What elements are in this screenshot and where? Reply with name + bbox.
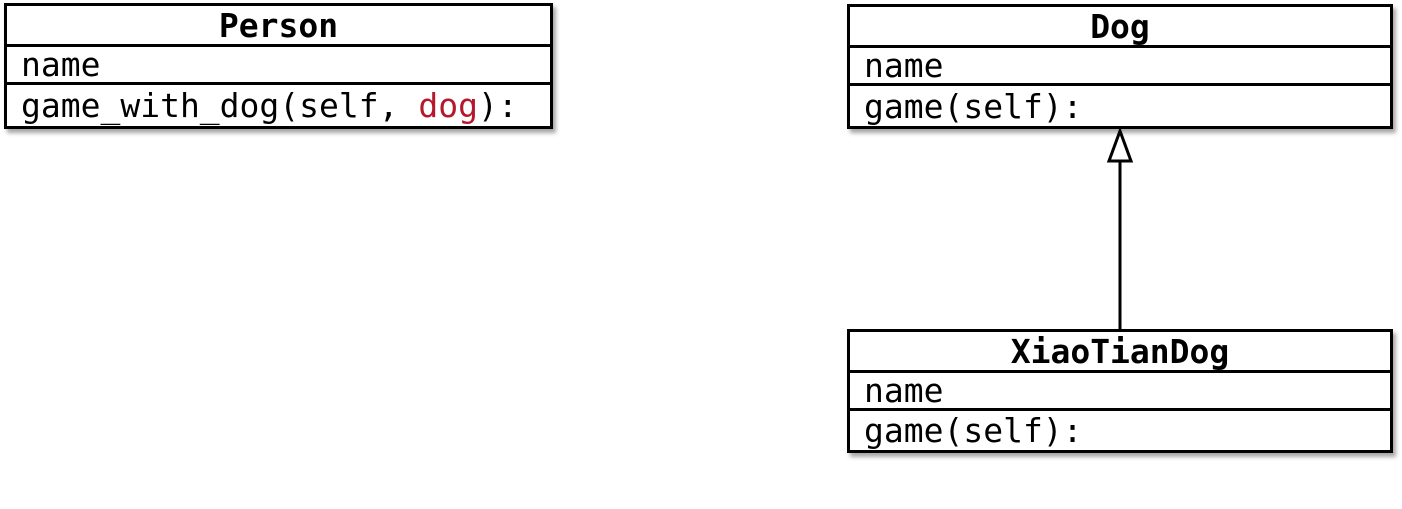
class-title-xiaotiandog: XiaoTianDog: [850, 332, 1390, 373]
method-text-suffix: ):: [477, 86, 518, 125]
class-method-dog: game(self):: [864, 86, 1083, 126]
class-attribute-person-name: name: [7, 47, 550, 85]
class-method-xiaotiandog: game(self):: [864, 411, 1083, 450]
class-attribute-dog-name: name: [850, 48, 1390, 86]
class-box-dog: Dog name game(self):: [847, 4, 1393, 129]
class-title-person: Person: [7, 6, 550, 47]
class-title-dog: Dog: [850, 7, 1390, 48]
class-box-xiaotiandog: XiaoTianDog name game(self):: [847, 329, 1393, 453]
method-text-prefix: game_with_dog(self,: [21, 86, 419, 125]
class-attribute-xiaotiandog-name: name: [850, 373, 1390, 411]
class-box-person: Person name game_with_dog(self, dog ):: [4, 3, 553, 129]
inheritance-arrowhead-icon: [1106, 126, 1134, 163]
class-method-person: game_with_dog(self, dog ):: [7, 85, 550, 126]
method-highlight-param: dog: [418, 86, 478, 125]
